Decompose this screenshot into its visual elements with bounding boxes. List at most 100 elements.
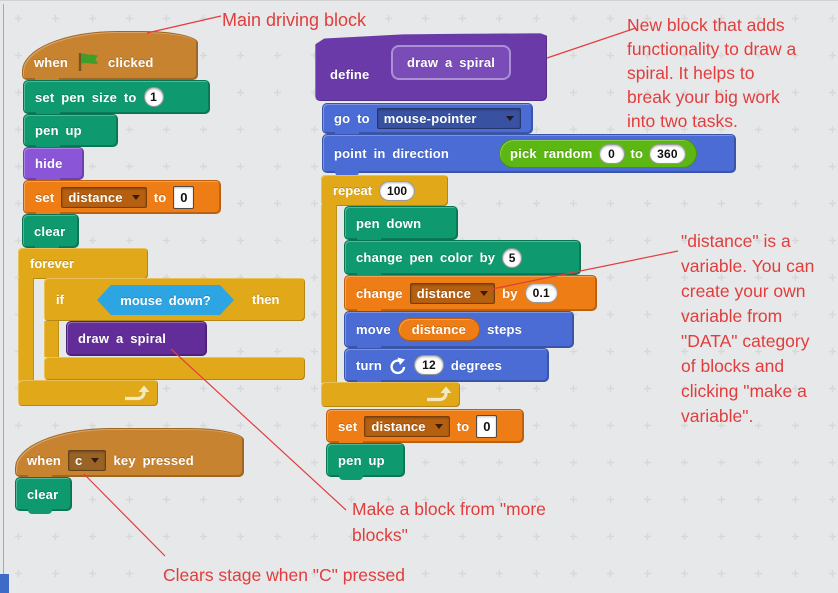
move-prefix: move xyxy=(356,322,391,337)
variable-name: distance xyxy=(68,189,123,205)
variable-dropdown[interactable]: distance xyxy=(409,282,496,304)
set-prefix: set xyxy=(35,189,55,205)
pick-random-reporter[interactable]: pick random 0 to 360 xyxy=(499,139,697,168)
set-pen-size-label: set pen size to xyxy=(35,89,137,105)
move-suffix: steps xyxy=(487,322,523,337)
pane-left-border xyxy=(3,4,4,593)
pick-random-to-input[interactable]: 360 xyxy=(649,143,686,164)
move-steps-block[interactable]: move distance steps xyxy=(344,311,574,351)
repeat-block-bottom[interactable] xyxy=(321,382,460,407)
set-distance-block[interactable]: set distance to 0 xyxy=(23,180,221,217)
change-pen-color-block[interactable]: change pen color by 5 xyxy=(344,240,581,278)
pen-up-label: pen up xyxy=(338,452,385,468)
set-distance-input[interactable]: 0 xyxy=(476,414,498,438)
turn-prefix: turn xyxy=(356,357,383,373)
point-in-direction-label: point in direction xyxy=(334,146,450,161)
pane-top-border xyxy=(0,0,838,1)
call-draw-spiral-block[interactable]: draw a spiral xyxy=(66,321,207,356)
pen-up-block[interactable]: pen up xyxy=(23,114,118,150)
pick-random-label: pick random xyxy=(510,146,593,161)
when-key-prefix: when xyxy=(27,453,62,468)
change-distance-block[interactable]: change distance by 0.1 xyxy=(344,275,597,314)
pen-up-label: pen up xyxy=(35,123,82,138)
forever-label: forever xyxy=(30,256,75,271)
key-name: c xyxy=(75,453,83,468)
pane-corner-element xyxy=(0,574,9,593)
mouse-down-condition[interactable]: mouse down? xyxy=(97,285,234,315)
when-key-suffix: key pressed xyxy=(113,453,194,468)
chevron-down-icon xyxy=(91,458,100,463)
go-to-target-dropdown[interactable]: mouse-pointer xyxy=(376,108,521,129)
variable-name: distance xyxy=(416,285,472,301)
call-draw-spiral-label: draw a spiral xyxy=(78,331,167,346)
hide-block[interactable]: hide xyxy=(23,147,84,183)
mouse-down-label: mouse down? xyxy=(120,292,211,308)
annotation-line xyxy=(546,27,637,59)
if-block-spine[interactable] xyxy=(44,321,59,357)
clear-block-2[interactable]: clear xyxy=(15,477,72,514)
chevron-down-icon xyxy=(505,116,514,121)
set-distance-block-2[interactable]: set distance to 0 xyxy=(326,409,524,446)
change-prefix: change xyxy=(356,285,403,301)
repeat-block-spine[interactable] xyxy=(321,205,337,383)
pen-color-input[interactable]: 5 xyxy=(502,247,523,268)
when-flag-clicked-block[interactable]: when clicked xyxy=(22,31,198,83)
distance-variable-reporter[interactable]: distance xyxy=(397,318,481,341)
set-pen-size-block[interactable]: set pen size to 1 xyxy=(23,80,210,117)
set-distance-input[interactable]: 0 xyxy=(173,185,195,209)
forever-block-top[interactable]: forever xyxy=(18,248,148,279)
chevron-down-icon xyxy=(131,194,140,200)
point-in-direction-block[interactable]: point in direction pick random 0 to 360 xyxy=(322,134,736,176)
pen-down-block[interactable]: pen down xyxy=(344,206,458,243)
pen-up-block-2[interactable]: pen up xyxy=(326,443,405,480)
go-to-block[interactable]: go to mouse-pointer xyxy=(322,103,533,137)
green-flag-icon xyxy=(78,53,99,71)
annotation-line xyxy=(83,473,166,557)
change-pen-color-label: change pen color by xyxy=(356,250,496,265)
annotation-distance-variable: "distance" is a variable. You can create… xyxy=(681,231,815,426)
clear-label: clear xyxy=(34,223,66,239)
define-block[interactable]: define draw a spiral xyxy=(315,33,547,101)
loop-arrow-icon xyxy=(427,386,452,402)
annotation-clears-stage: Clears stage when "C" pressed xyxy=(163,565,405,585)
forever-block-bottom[interactable] xyxy=(18,380,158,406)
set-mid: to xyxy=(456,418,470,434)
variable-dropdown[interactable]: distance xyxy=(61,186,147,208)
pick-random-from-input[interactable]: 0 xyxy=(598,143,625,164)
turn-degrees-block[interactable]: turn 12 degrees xyxy=(344,348,549,385)
clear-label: clear xyxy=(27,486,59,502)
forever-block-spine[interactable] xyxy=(18,278,34,381)
when-flag-suffix: clicked xyxy=(108,54,154,70)
hide-label: hide xyxy=(35,156,63,171)
if-suffix: then xyxy=(252,292,280,307)
set-prefix: set xyxy=(338,418,358,434)
define-prefix: define xyxy=(330,66,370,82)
chevron-down-icon xyxy=(434,423,443,429)
repeat-count-input[interactable]: 100 xyxy=(379,180,416,201)
custom-block-name: draw a spiral xyxy=(407,55,496,70)
annotation-new-block: New block that adds functionality to dra… xyxy=(627,15,797,131)
change-distance-input[interactable]: 0.1 xyxy=(524,283,558,303)
turn-counterclockwise-icon xyxy=(390,357,406,374)
go-to-target: mouse-pointer xyxy=(383,111,477,126)
if-block-bottom[interactable] xyxy=(44,357,305,380)
pen-size-input[interactable]: 1 xyxy=(143,87,164,107)
annotation-make-block: Make a block from "more blocks" xyxy=(352,499,546,545)
pen-down-label: pen down xyxy=(356,215,422,231)
change-mid: by xyxy=(502,285,518,301)
when-key-pressed-block[interactable]: when c key pressed xyxy=(15,428,244,480)
variable-dropdown[interactable]: distance xyxy=(364,415,450,437)
clear-block[interactable]: clear xyxy=(22,214,79,251)
turn-suffix: degrees xyxy=(450,357,503,373)
set-mid: to xyxy=(153,189,167,205)
if-prefix: if xyxy=(56,292,64,307)
if-block-top[interactable]: if mouse down? then xyxy=(44,278,305,321)
key-dropdown[interactable]: c xyxy=(68,450,107,471)
annotation-main-driving: Main driving block xyxy=(222,10,367,30)
variable-name: distance xyxy=(371,418,426,434)
turn-degrees-input[interactable]: 12 xyxy=(414,355,444,375)
define-custom-block-slot[interactable]: draw a spiral xyxy=(391,45,512,80)
loop-arrow-icon xyxy=(125,385,150,401)
repeat-block-top[interactable]: repeat 100 xyxy=(321,175,448,206)
